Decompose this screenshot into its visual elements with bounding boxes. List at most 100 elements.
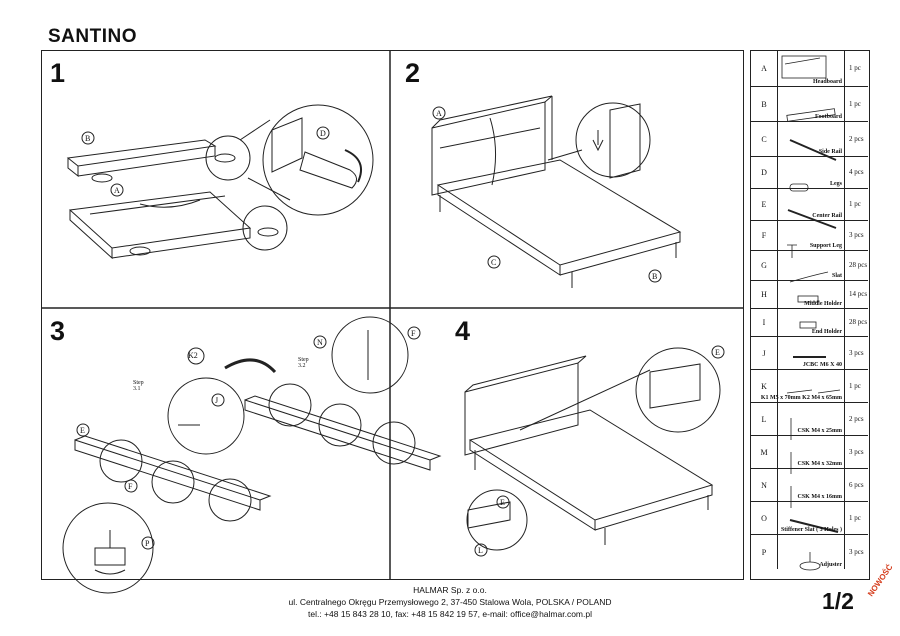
instruction-frame <box>41 50 744 580</box>
step-number: 4 <box>455 316 471 346</box>
part-quantity: 3 pcs <box>849 447 864 456</box>
callout-label: E <box>500 498 505 507</box>
step-number: 1 <box>50 58 66 88</box>
callout-label: B <box>85 134 91 143</box>
callout-label: N <box>317 338 323 347</box>
parts-row: D Legs 4 pcs <box>751 156 868 188</box>
part-image-cell: Adjuster <box>777 535 845 569</box>
parts-row: J JCBC M6 X 40 3 pcs <box>751 336 868 369</box>
part-name: JCBC M6 X 40 <box>802 362 842 368</box>
part-name: CSK M4 x 16mm <box>797 494 843 500</box>
step2-drawing <box>431 95 682 288</box>
part-name: CSK M4 x 32mm <box>797 461 843 467</box>
part-name: Support Leg <box>809 243 842 249</box>
part-quantity: 1 pc <box>849 99 861 108</box>
part-image-cell: Middle Holder <box>777 281 845 308</box>
page-title: SANTINO <box>48 26 137 47</box>
part-name: Adjuster <box>819 562 842 568</box>
part-name: Stiffener Slat ( 3 Holes ) <box>780 527 842 533</box>
part-quantity: 1 pc <box>849 513 861 522</box>
step3-drawing <box>62 316 442 594</box>
callout-label: E <box>80 426 85 435</box>
callout-label: E <box>715 348 720 357</box>
parts-row: E Center Rail 1 pc <box>751 188 868 220</box>
part-letter: F <box>761 231 767 240</box>
part-letter: J <box>762 348 766 358</box>
part-image-cell: Center Rail <box>777 189 845 220</box>
part-quantity: 1 pc <box>849 381 861 390</box>
part-quantity: 3 pcs <box>849 547 864 556</box>
part-image-cell: Legs <box>777 157 845 188</box>
parts-row: F Support Leg 3 pcs <box>751 220 868 250</box>
parts-row: A Headboard 1 pc <box>751 51 868 86</box>
part-name: K1 M5 x 70mm K2 M4 x 65mm <box>760 395 842 401</box>
part-image-cell: CSK M4 x 25mm <box>777 403 845 435</box>
part-image-cell: Headboard <box>777 51 845 86</box>
part-letter: E <box>761 200 767 209</box>
part-letter: D <box>761 168 767 177</box>
callout-label: F <box>411 329 416 338</box>
part-image-cell: Stiffener Slat ( 3 Holes ) <box>777 502 845 534</box>
part-image-cell: CSK M4 x 32mm <box>777 436 845 468</box>
part-letter: O <box>761 513 767 523</box>
part-letter: L <box>761 414 767 424</box>
callout-label: D <box>320 129 326 138</box>
part-image-cell: Slat <box>777 251 845 280</box>
part-name: Headboard <box>812 79 842 85</box>
parts-row: B Footboard 1 pc <box>751 86 868 121</box>
part-name: Legs <box>830 181 842 187</box>
parts-row: H Middle Holder 14 pcs <box>751 280 868 308</box>
callout-label: A <box>436 109 442 118</box>
part-letter: K <box>761 381 767 391</box>
part-image-cell: Side Rail <box>777 122 845 156</box>
step-sub-label: Step 3.1 <box>133 380 144 392</box>
step-sub-label: Step 3.2 <box>298 357 309 369</box>
footer: HALMAR Sp. z o.o. ul. Centralnego Okręgu… <box>0 584 900 620</box>
part-image-cell: Footboard <box>777 87 845 121</box>
part-letter: M <box>760 447 768 457</box>
part-letter: A <box>761 63 767 73</box>
part-name: Center Rail <box>812 213 842 219</box>
parts-row: M CSK M4 x 32mm 3 pcs <box>751 435 868 468</box>
company-name: HALMAR Sp. z o.o. <box>413 585 487 595</box>
part-quantity: 3 pcs <box>849 348 864 357</box>
part-quantity: 2 pcs <box>849 134 864 143</box>
part-quantity: 28 pcs <box>849 318 868 326</box>
company-contact: tel.: +48 15 843 28 10, fax: +48 15 842 … <box>308 609 592 619</box>
callout-label: P <box>145 539 150 548</box>
callout-label: C <box>491 258 497 267</box>
part-letter: B <box>761 99 767 109</box>
parts-row: P Adjuster 3 pcs <box>751 534 868 569</box>
page-number: 1/2 <box>822 588 854 614</box>
part-image-cell: CSK M4 x 16mm <box>777 469 845 501</box>
part-name: Footboard <box>815 114 842 120</box>
part-letter: P <box>761 547 767 557</box>
part-letter: H <box>761 290 767 299</box>
part-quantity: 4 pcs <box>849 168 864 176</box>
callout-label: J <box>215 396 219 405</box>
part-quantity: 1 pc <box>849 63 861 72</box>
callout-label: A <box>114 186 120 195</box>
part-quantity: 3 pcs <box>849 231 864 239</box>
part-image-cell: Support Leg <box>777 221 845 250</box>
step4-drawing <box>464 345 725 557</box>
part-letter: N <box>761 480 767 490</box>
part-name: Slat <box>831 273 842 279</box>
part-quantity: 6 pcs <box>849 480 864 489</box>
step-number: 3 <box>50 316 66 346</box>
part-name: End Holder <box>811 329 842 335</box>
callout-label: F <box>128 482 133 491</box>
part-quantity: 14 pcs <box>849 290 868 298</box>
part-quantity: 1 pc <box>849 200 861 208</box>
part-image-cell: K1 M5 x 70mm K2 M4 x 65mm <box>761 370 845 402</box>
part-image-cell: End Holder <box>777 309 845 336</box>
company-address: ul. Centralnego Okręgu Przemysłowego 2, … <box>288 597 612 607</box>
part-name: Side Rail <box>818 149 842 155</box>
step1-drawing <box>66 104 374 260</box>
parts-row: K K1 M5 x 70mm K2 M4 x 65mm 1 pc <box>751 369 868 402</box>
